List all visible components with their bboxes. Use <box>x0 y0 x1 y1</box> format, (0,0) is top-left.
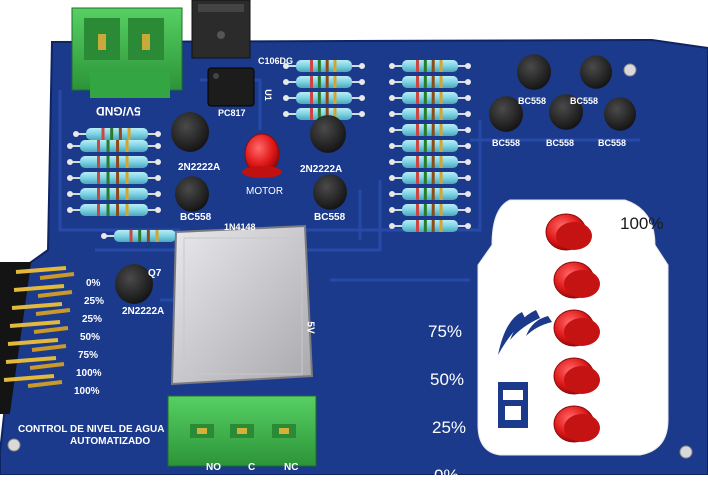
relay-terminal-label: NO <box>206 462 221 473</box>
board-title-line1: CONTROL DE NIVEL DE AGUA <box>18 424 165 435</box>
motor-led <box>242 133 282 178</box>
header-level-label: 100% <box>76 368 102 379</box>
resistor <box>389 204 471 216</box>
relay-output-terminal <box>167 395 317 467</box>
level-led <box>545 213 592 251</box>
resistor <box>283 108 365 120</box>
bc-r1-label: BC558 <box>518 96 547 106</box>
header-level-label: 0% <box>86 278 101 289</box>
transistor <box>549 94 583 130</box>
transistor <box>580 55 612 89</box>
resistor <box>389 188 471 200</box>
tank-level-label: 100% <box>620 214 664 233</box>
resistor <box>283 60 365 72</box>
transistor <box>604 97 636 131</box>
qr-badge-icon <box>498 382 528 428</box>
relay-voltage-label: 5V <box>304 321 316 334</box>
q-mid-label: 2N2222A <box>300 164 343 175</box>
q7-label: Q7 <box>148 268 162 279</box>
resistor <box>389 76 471 88</box>
resistor-group <box>67 60 471 242</box>
header-pin <box>11 302 71 316</box>
transistor <box>171 112 209 152</box>
level-led <box>553 309 600 347</box>
motor-label: MOTOR <box>246 186 284 197</box>
header-level-label: 25% <box>82 314 103 325</box>
bc-r2-label: BC558 <box>570 96 599 106</box>
header-pin <box>5 356 65 370</box>
relay <box>170 224 314 386</box>
level-led <box>553 261 600 299</box>
transistor <box>175 176 209 212</box>
water-splash-logo <box>498 310 552 355</box>
bc-left-label: BC558 <box>180 212 212 223</box>
header-pin <box>15 266 75 280</box>
resistor <box>73 128 161 140</box>
transistor <box>489 96 523 132</box>
tank-level-label: 50% <box>430 370 465 389</box>
header-level-label: 50% <box>80 332 101 343</box>
resistor <box>67 188 161 200</box>
scr-label: C106DG <box>258 56 294 66</box>
resistor <box>389 124 471 136</box>
diode-label: 1N4148 <box>224 222 256 232</box>
bc-r4-label: BC558 <box>546 138 575 148</box>
header-pin <box>9 320 69 334</box>
header-level-label: 75% <box>78 350 99 361</box>
level-pin-header <box>0 262 75 414</box>
resistor <box>283 76 365 88</box>
header-pin <box>3 374 63 388</box>
bc-mid-label: BC558 <box>314 212 346 223</box>
pcb-render <box>0 0 708 475</box>
power-terminal-block <box>71 7 183 98</box>
relay-terminal-label: NC <box>284 462 299 473</box>
resistor <box>67 172 161 184</box>
resistor <box>389 60 471 72</box>
q-left-label: 2N2222A <box>178 162 221 173</box>
level-led <box>553 357 600 395</box>
opto-label: PC817 <box>218 108 246 118</box>
header-level-label: 100% <box>74 386 100 397</box>
resistor <box>389 172 471 184</box>
resistor <box>67 140 161 152</box>
transistor <box>517 54 551 90</box>
bc-r3-label: BC558 <box>492 138 521 148</box>
resistor <box>67 204 161 216</box>
resistor <box>67 156 161 168</box>
transistor-group <box>115 54 636 304</box>
header-pin <box>13 284 73 298</box>
tank-level-label: 0% <box>434 466 459 485</box>
transistor <box>115 264 153 304</box>
transistor <box>310 115 346 153</box>
resistor <box>389 92 471 104</box>
optocoupler-pc817 <box>207 67 255 107</box>
header-pin <box>7 338 67 352</box>
header-level-label: 25% <box>84 296 105 307</box>
resistor <box>283 92 365 104</box>
q-bottom-label: 2N2222A <box>122 306 165 317</box>
resistor <box>389 108 471 120</box>
power-label: 5V/GND <box>96 104 141 118</box>
u1-label: U1 <box>262 89 273 101</box>
transistor <box>313 174 347 210</box>
relay-terminal-label: C <box>248 462 256 473</box>
tank-level-label: 75% <box>428 322 463 341</box>
resistor <box>389 156 471 168</box>
level-led <box>553 405 600 443</box>
tank-level-label: 25% <box>432 418 467 437</box>
scr-c106dg <box>191 0 251 59</box>
level-leds <box>545 213 600 443</box>
bc-r5-label: BC558 <box>598 138 627 148</box>
resistor <box>389 140 471 152</box>
resistor <box>389 220 471 232</box>
board-title-line2: AUTOMATIZADO <box>70 436 151 447</box>
